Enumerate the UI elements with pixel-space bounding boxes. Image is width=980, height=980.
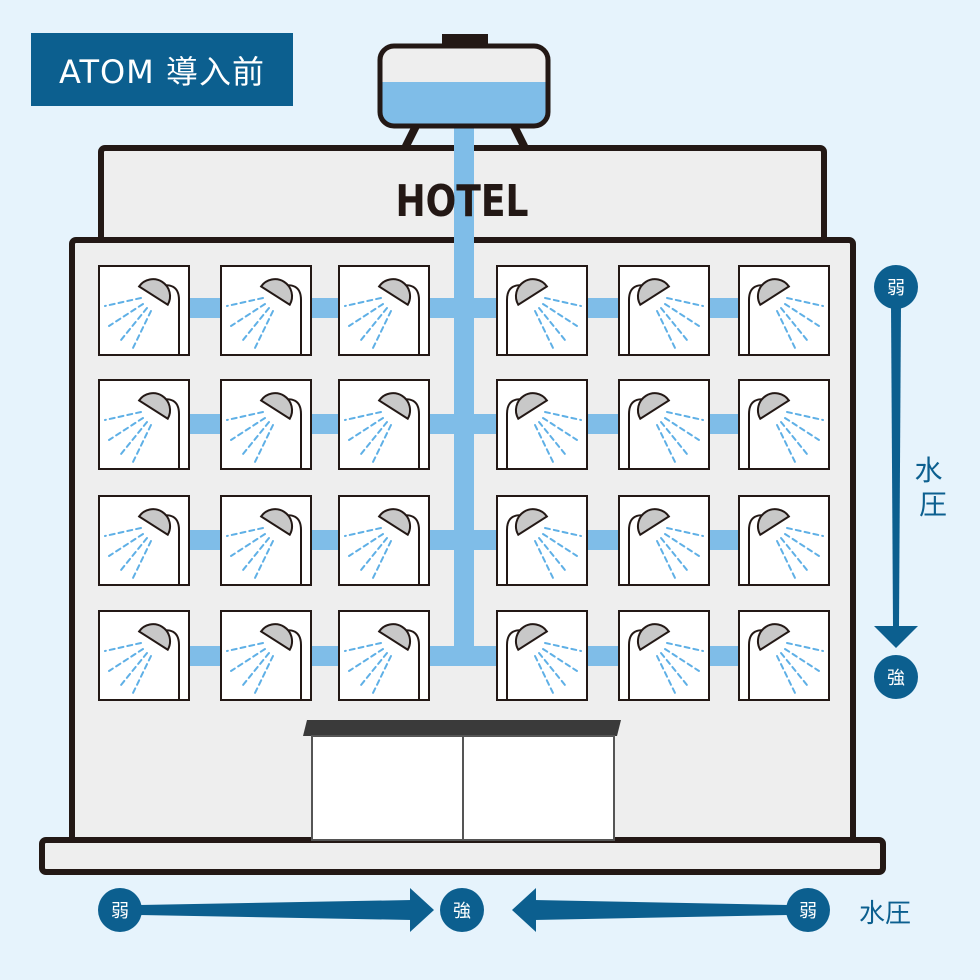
room-window (618, 379, 710, 470)
water-spray (534, 297, 582, 349)
scale-left-marker (98, 888, 142, 932)
room-window (338, 379, 430, 470)
water-spray (656, 642, 704, 694)
entrance-door (303, 720, 621, 841)
room-window (738, 495, 830, 586)
shower-head-icon (226, 623, 302, 700)
scale-center-marker (440, 888, 484, 932)
water-spray (776, 527, 824, 579)
shower-head-icon (344, 623, 420, 700)
water-spray (534, 527, 582, 579)
water-spray (776, 642, 824, 694)
room-window (738, 265, 830, 356)
room-window (496, 610, 588, 701)
shower-head-icon (506, 278, 582, 355)
room-window (98, 379, 190, 470)
water-spray (776, 297, 824, 349)
shower-head-icon (628, 278, 704, 355)
scale-top-label: 弱 (887, 278, 905, 299)
scale-right-label: 弱 (799, 901, 817, 922)
room-window (338, 495, 430, 586)
shower-head-icon (226, 392, 302, 469)
water-spray (226, 527, 274, 579)
room-window (618, 495, 710, 586)
scale-bottom-label: 強 (887, 668, 905, 689)
room-window (618, 265, 710, 356)
room-window (496, 495, 588, 586)
shower-head-icon (104, 392, 180, 469)
room-window (220, 610, 312, 701)
room-window (338, 265, 430, 356)
water-spray (344, 642, 392, 694)
scale-bottom-marker (874, 655, 918, 699)
room-window (738, 610, 830, 701)
water-spray (776, 411, 824, 463)
room-window (738, 379, 830, 470)
shower-head-icon (226, 508, 302, 585)
scale-left-label: 弱 (111, 901, 129, 922)
room-window (220, 495, 312, 586)
status-badge: ATOM 導入前 (31, 33, 293, 106)
water-spray (534, 642, 582, 694)
horizontal-pressure-scale: 弱 強 弱 水圧 (98, 888, 911, 932)
room-window (220, 379, 312, 470)
hotel-base (39, 837, 886, 875)
scale-top-marker (874, 265, 918, 309)
room-window (618, 610, 710, 701)
shower-head-icon (628, 623, 704, 700)
vertical-pressure-scale: 弱 強 水 圧 (874, 265, 952, 699)
water-spray (226, 411, 274, 463)
shower-head-icon (226, 278, 302, 355)
water-spray (656, 297, 704, 349)
room-window (220, 265, 312, 356)
room-window (496, 379, 588, 470)
water-pipes (188, 116, 738, 666)
vertical-scale-label: 水 圧 (915, 454, 952, 521)
shower-head-icon (748, 278, 824, 355)
water-spray (226, 642, 274, 694)
water-spray (344, 297, 392, 349)
water-spray (226, 297, 274, 349)
shower-head-icon (104, 623, 180, 700)
shower-head-icon (104, 508, 180, 585)
shower-head-icon (506, 508, 582, 585)
water-tank-icon (377, 34, 551, 129)
room-window (98, 265, 190, 356)
horizontal-scale-label: 水圧 (859, 899, 911, 929)
shower-head-icon (506, 392, 582, 469)
water-spray (534, 411, 582, 463)
water-spray (104, 297, 152, 349)
scale-center-label: 強 (453, 901, 471, 922)
water-spray (656, 527, 704, 579)
room-window (98, 495, 190, 586)
water-spray (344, 411, 392, 463)
shower-head-icon (748, 392, 824, 469)
shower-head-icon (628, 392, 704, 469)
shower-head-icon (344, 508, 420, 585)
hotel-sign: HOTEL (395, 177, 528, 227)
shower-head-icon (344, 392, 420, 469)
room-window (98, 610, 190, 701)
room-window (496, 265, 588, 356)
water-spray (656, 411, 704, 463)
water-spray (104, 642, 152, 694)
shower-head-icon (344, 278, 420, 355)
water-spray (104, 411, 152, 463)
shower-head-icon (748, 508, 824, 585)
scale-right-marker (786, 888, 830, 932)
shower-head-icon (104, 278, 180, 355)
water-spray (344, 527, 392, 579)
room-window (338, 610, 430, 701)
shower-head-icon (748, 623, 824, 700)
shower-head-icon (506, 623, 582, 700)
shower-head-icon (628, 508, 704, 585)
water-spray (104, 527, 152, 579)
